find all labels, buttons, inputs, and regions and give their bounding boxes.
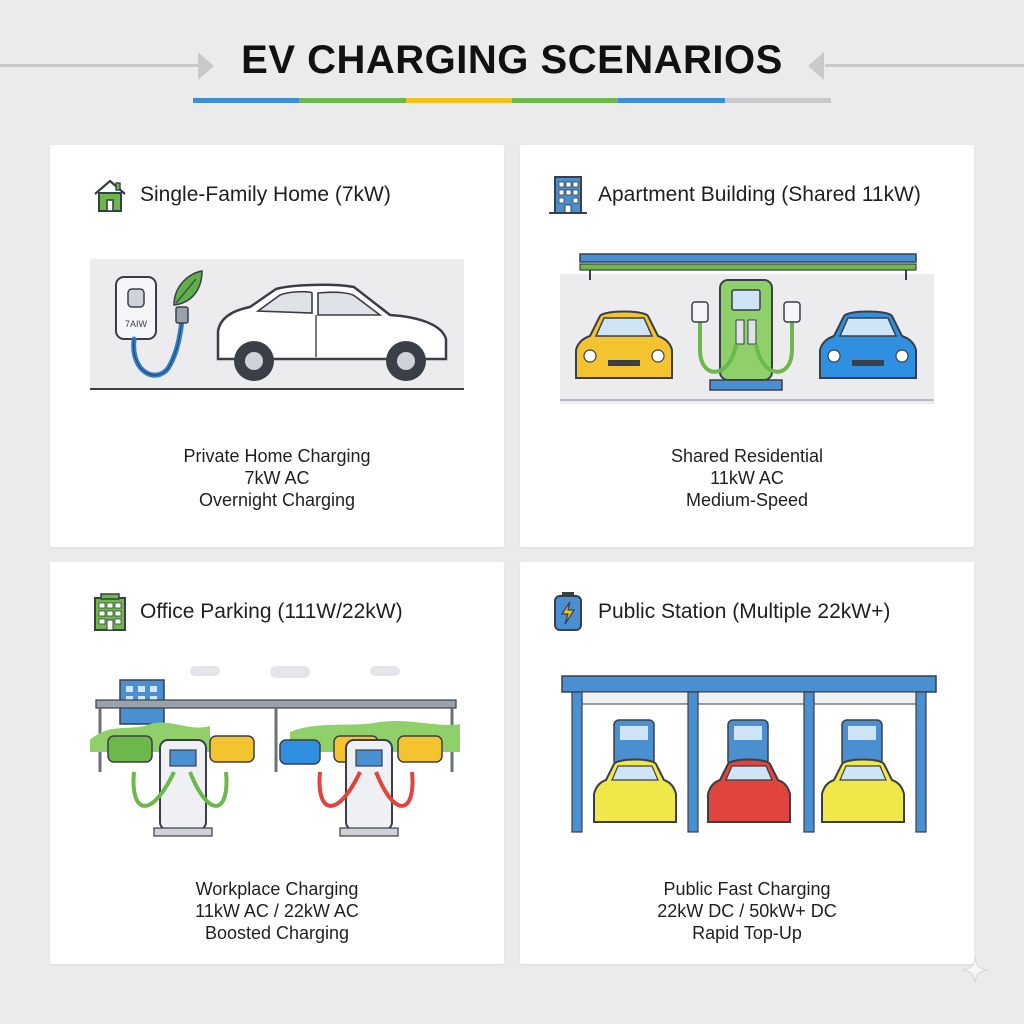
card-public-station: Public Station (Multiple 22kW+)	[520, 562, 974, 964]
caption-line: 11kW AC / 22kW AC	[195, 901, 359, 921]
card-title: Office Parking (111W/22kW)	[140, 600, 403, 623]
home-charging-illustration: 7AIW	[90, 255, 464, 415]
header-rule-left	[0, 64, 200, 67]
caption-line: Rapid Top-Up	[692, 923, 802, 943]
header: EV CHARGING SCENARIOS	[0, 0, 1024, 110]
caption-line: 11kW AC	[710, 468, 784, 488]
card-office-parking: Office Parking (111W/22kW)	[50, 562, 504, 964]
red-charger-icon	[317, 739, 415, 837]
caption-line: Shared Residential	[670, 446, 824, 466]
card-title: Apartment Building (Shared 11kW)	[598, 183, 921, 206]
office-charging-illustration	[90, 662, 464, 842]
card-single-family-home: Single-Family Home (7kW) 7AIW	[50, 145, 504, 547]
green-charger-icon	[131, 739, 229, 837]
yellow-car-icon	[575, 310, 673, 379]
leaf-icon	[173, 270, 203, 306]
office-icon	[90, 592, 130, 632]
caption-line: Overnight Charging	[198, 490, 356, 510]
caption-line: Workplace Charging	[195, 879, 359, 899]
fast-charger-icons	[613, 719, 883, 767]
white-car-icon	[216, 283, 448, 381]
card-title: Single-Family Home (7kW)	[140, 183, 391, 206]
card-caption: Private Home Charging 7kW AC Overnight C…	[50, 445, 504, 511]
sparkle-icon	[961, 956, 989, 984]
yellow-car-icon	[593, 758, 677, 823]
public-station-illustration	[560, 672, 937, 842]
yellow-car-icon	[821, 758, 905, 823]
page-title: EV CHARGING SCENARIOS	[241, 38, 783, 82]
red-car-icon	[707, 758, 791, 823]
card-header: Office Parking (111W/22kW)	[90, 592, 403, 632]
card-apartment-building: Apartment Building (Shared 11kW)	[520, 145, 974, 547]
title-color-underline	[193, 98, 831, 103]
caption-line: 22kW DC / 50kW+ DC	[657, 901, 837, 921]
card-header: Public Station (Multiple 22kW+)	[548, 592, 890, 632]
house-icon	[90, 175, 130, 215]
building-icon	[548, 175, 588, 215]
blue-car-icon	[819, 310, 917, 379]
caption-line: Private Home Charging	[183, 446, 371, 466]
arrow-right-icon	[198, 52, 214, 80]
card-title: Public Station (Multiple 22kW+)	[598, 600, 891, 623]
caption-line: 7kW AC	[244, 468, 310, 488]
charger-label: 7AIW	[125, 319, 148, 329]
apartment-charging-illustration	[560, 250, 934, 410]
caption-line: Medium-Speed	[685, 490, 809, 510]
caption-line: Boosted Charging	[204, 923, 350, 943]
charging-bolt-icon	[548, 592, 588, 632]
arrow-left-icon	[808, 52, 824, 80]
card-header: Apartment Building (Shared 11kW)	[548, 175, 921, 215]
wall-charger-icon: 7AIW	[115, 276, 189, 378]
card-caption: Public Fast Charging 22kW DC / 50kW+ DC …	[520, 878, 974, 944]
header-rule-right	[825, 64, 1024, 67]
card-header: Single-Family Home (7kW)	[90, 175, 391, 215]
card-caption: Workplace Charging 11kW AC / 22kW AC Boo…	[50, 878, 504, 944]
card-caption: Shared Residential 11kW AC Medium-Speed	[520, 445, 974, 511]
charging-pedestal-icon	[691, 279, 801, 391]
caption-line: Public Fast Charging	[663, 879, 831, 899]
